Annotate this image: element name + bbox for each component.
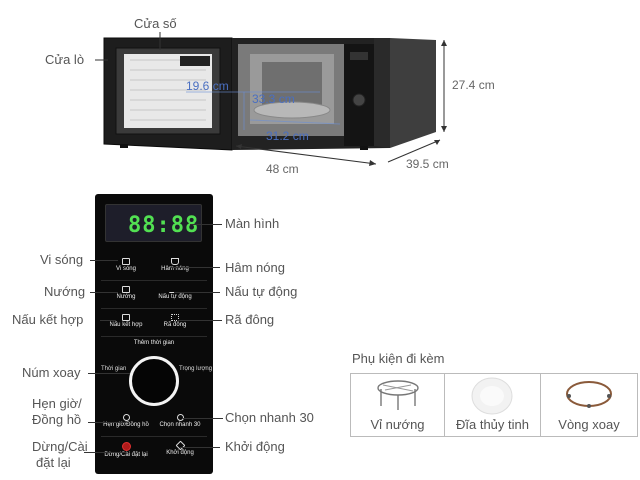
timer-clock-button[interactable]: Hẹn giờ/Đồng hồ [100,414,152,429]
defrost-button-label: Rã đông [163,322,187,328]
defrost-icon [171,314,179,321]
display-digits: 88:88 [128,213,200,238]
auto-cook-button[interactable]: Nấu tự động [151,286,199,301]
timer-button-label: Hẹn giờ/Đồng hồ [103,422,149,428]
microwave-oven-illustration [95,32,447,166]
reheat-button-label: Hâm nóng [161,266,189,272]
inner-height-dimension: 19.6 cm [186,79,229,93]
start-button[interactable]: Khởi động [153,440,207,457]
defrost-callout: Rã đông [225,312,275,327]
inner-width-dimension: 33.3 cm [252,92,295,106]
start-button-label: Khởi động [166,450,194,456]
timer-icon [122,414,130,421]
combo-button-label: Nấu kết hợp [109,322,143,328]
outer-width-dimension: 48 cm [266,162,299,176]
outer-depth-dimension: 39.5 cm [406,157,449,171]
combo-button[interactable]: Nấu kết hợp [102,314,150,329]
window-label: Cửa số [134,16,177,31]
timer-callout-line1: Hẹn giờ/ [32,396,82,411]
control-panel: 88:88 Vi sóng Hâm nóng Nướng Nấu tự động… [95,194,213,474]
stop-callout-line2: đặt lại [36,455,71,470]
start-icon [175,440,185,451]
turntable-ring-icon [566,381,612,408]
accessories-box: Vỉ nướng Đĩa thủy tinh Vòng xoay [350,373,638,437]
accessory-label: Vòng xoay [558,417,620,432]
grill-callout: Nướng [44,284,86,299]
callout-line [180,447,220,448]
callout-line [90,292,118,293]
panel-display: 88:88 [105,204,202,242]
accessory-grill-rack: Vỉ nướng [351,374,445,436]
panel-divider [101,436,207,437]
quick30-callout: Chọn nhanh 30 [225,410,314,425]
quick30-button[interactable]: Chọn nhanh 30 [153,414,207,429]
callout-line [88,373,130,374]
callout-line [170,267,220,268]
quick30-button-label: Chọn nhanh 30 [159,422,201,428]
grill-rack-icon [377,380,419,410]
add-time-label: Thêm thời gian [133,340,175,346]
timer-callout-line2: Đồng hồ [32,412,82,427]
accessory-turntable-ring: Vòng xoay [541,374,637,436]
stop-icon [121,442,131,451]
defrost-button[interactable]: Rã đông [151,314,199,329]
quick30-icon [176,414,184,421]
accessory-label: Đĩa thủy tinh [456,417,529,432]
panel-divider [101,336,207,337]
knob-time-label: Thời gian [101,366,127,372]
callout-line [190,224,222,225]
microwave-callout: Vi sóng [40,252,84,267]
callout-line [100,320,116,321]
panel-divider [101,308,207,309]
grill-button-label: Nướng [116,294,136,300]
combo-icon [122,314,130,321]
callout-line [183,418,223,419]
reheat-callout: Hâm nóng [225,260,285,275]
inner-depth-dimension: 31.2 cm [266,129,309,143]
display-callout: Màn hình [225,216,280,231]
start-callout: Khởi động [225,439,285,454]
outer-height-dimension: 27.4 cm [452,78,495,92]
accessory-label: Vỉ nướng [370,417,425,432]
callout-line [88,422,126,423]
knob-weight-label: Trọng lượng [179,366,213,372]
reheat-button[interactable]: Hâm nóng [151,258,199,273]
panel-divider [101,280,207,281]
door-label: Cửa lò [45,52,85,67]
stop-callout-line1: Dừng/Cài [32,439,88,454]
callout-line [178,320,222,321]
callout-line [174,292,220,293]
microwave-icon [122,258,130,265]
accessory-glass-plate: Đĩa thủy tinh [445,374,541,436]
callout-line [90,260,118,261]
glass-plate-icon [471,377,513,415]
grill-icon [122,286,130,293]
accessories-title: Phụ kiện đi kèm [352,351,445,366]
microwave-button[interactable]: Vi sóng [102,258,150,273]
microwave-button-label: Vi sóng [116,266,136,272]
stop-button-label: Dừng/Cài đặt lại [104,452,148,458]
callout-line [84,452,126,453]
grill-button[interactable]: Nướng [102,286,150,301]
reheat-icon [171,258,179,265]
control-knob[interactable] [129,356,179,406]
auto-cook-callout: Nấu tự động [225,284,298,299]
auto-cook-button-label: Nấu tự động [158,294,192,300]
stop-reset-button[interactable]: Dừng/Cài đặt lại [98,442,154,459]
combo-callout: Nấu kết hợp [12,312,84,327]
knob-callout: Núm xoay [22,365,81,380]
